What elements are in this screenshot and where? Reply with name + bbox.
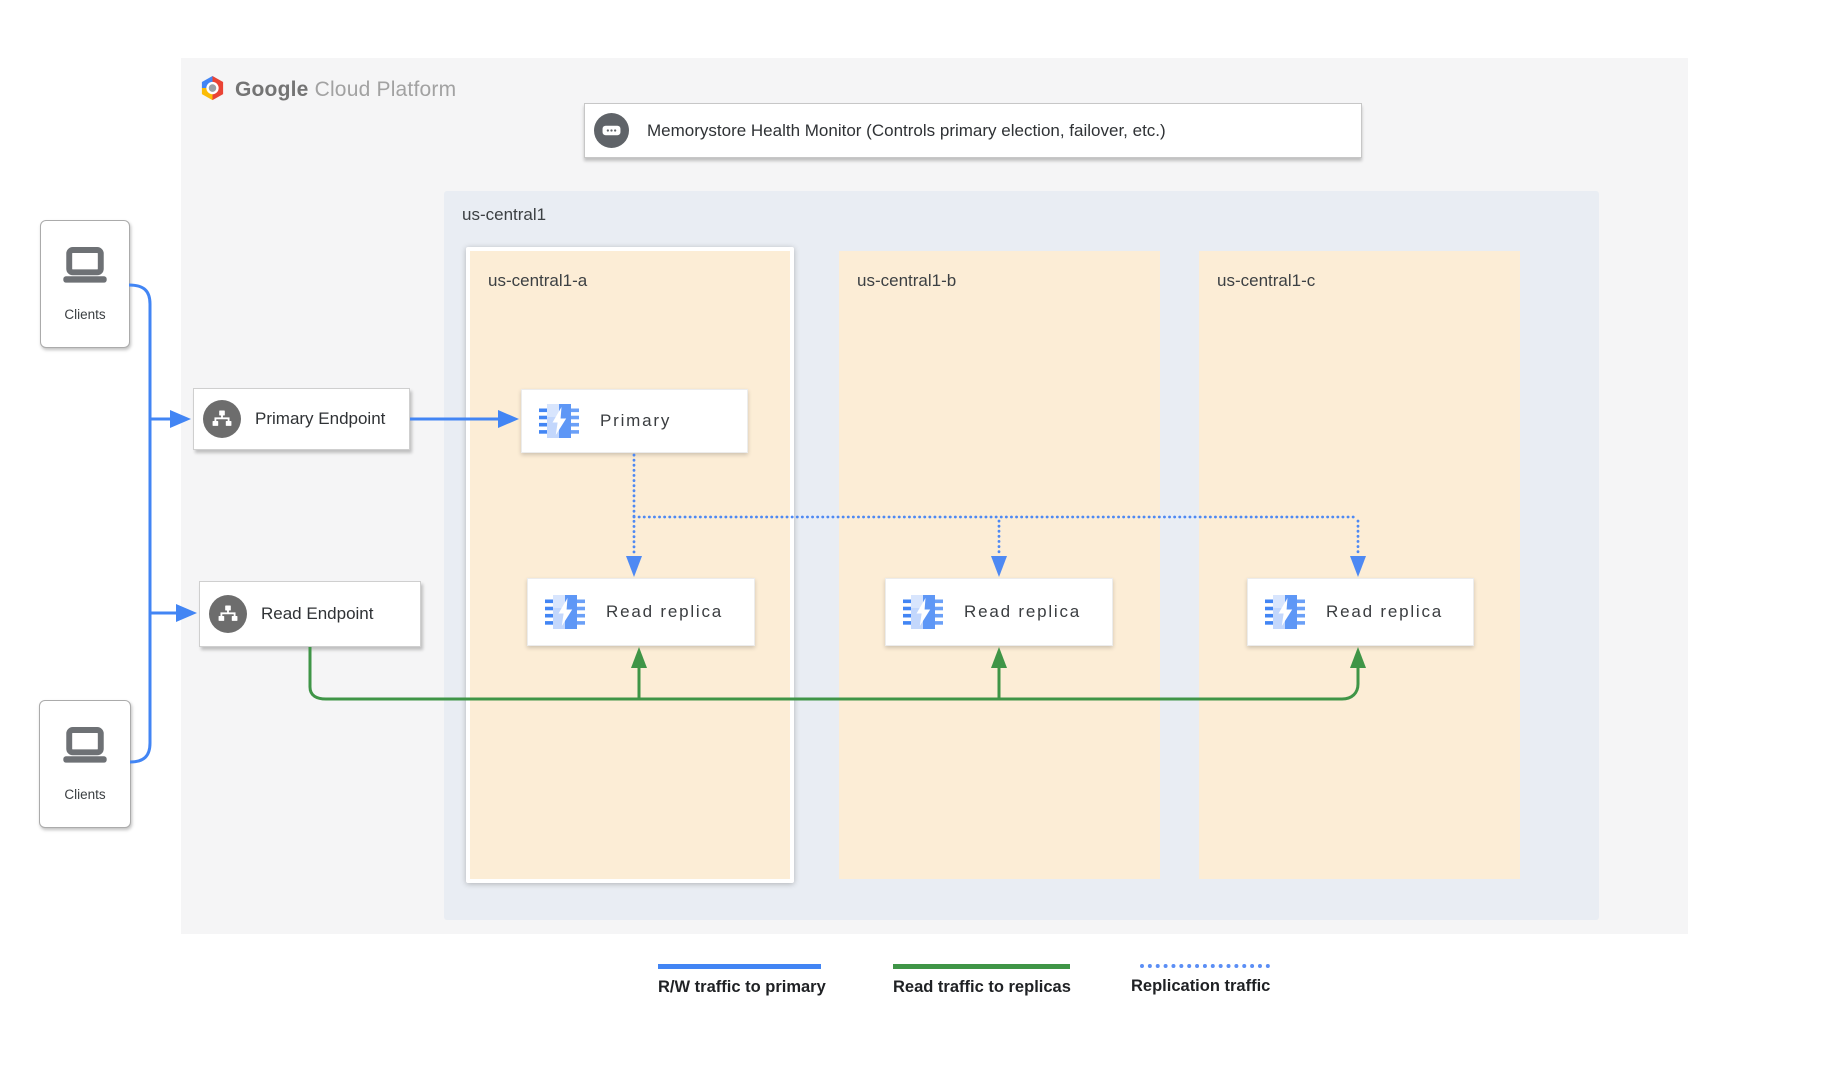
legend-item-rw-traffic: R/W traffic to primary <box>658 964 826 997</box>
zone-c-label: us-central1-c <box>1217 271 1316 290</box>
laptop-icon <box>58 723 112 769</box>
zone-us-central1-b: us-central1-b <box>839 251 1160 879</box>
health-monitor-label: Memorystore Health Monitor (Controls pri… <box>647 120 1166 140</box>
memorystore-icon <box>539 402 579 440</box>
read-replica-c-label: Read replica <box>1326 602 1444 621</box>
read-endpoint-box: Read Endpoint <box>199 581 421 647</box>
legend-item-read-traffic: Read traffic to replicas <box>893 964 1071 997</box>
clients-label: Clients <box>64 787 106 802</box>
read-replica-b-label: Read replica <box>964 602 1082 621</box>
zone-a-label: us-central1-a <box>488 271 588 290</box>
memorystore-icon <box>1265 593 1305 631</box>
read-replica-c-box: Read replica <box>1247 578 1474 646</box>
region-label: us-central1 <box>462 205 547 224</box>
gcp-logo: Google Cloud Platform <box>199 74 456 105</box>
clients-box-bottom: Clients <box>39 700 131 828</box>
memorystore-icon <box>903 593 943 631</box>
zone-b-label: us-central1-b <box>857 271 957 290</box>
legend-item-replication-traffic: Replication traffic <box>1131 964 1270 996</box>
gcp-logo-google: Google <box>235 77 309 101</box>
primary-node-label: Primary <box>600 411 672 430</box>
gcp-logo-text: Google Cloud Platform <box>235 78 456 102</box>
zone-us-central1-a: us-central1-a <box>466 247 794 883</box>
read-replica-a-label: Read replica <box>606 602 724 621</box>
legend-line-blue-dotted <box>1140 964 1270 968</box>
ellipsis-console-icon <box>594 113 629 148</box>
clients-box-top: Clients <box>40 220 130 348</box>
clients-label: Clients <box>64 307 106 322</box>
legend-label-rw-traffic: R/W traffic to primary <box>658 978 826 996</box>
laptop-icon <box>58 243 112 289</box>
legend-label-replication-traffic: Replication traffic <box>1131 977 1271 995</box>
gcp-logo-cloud-platform: Cloud Platform <box>314 77 457 101</box>
read-replica-b-box: Read replica <box>885 578 1113 646</box>
legend-line-green-solid <box>893 964 1070 969</box>
sitemap-endpoint-icon <box>203 400 241 438</box>
memorystore-icon <box>545 593 585 631</box>
legend-line-blue-solid <box>658 964 821 969</box>
primary-endpoint-box: Primary Endpoint <box>193 388 410 450</box>
legend-label-read-traffic: Read traffic to replicas <box>893 978 1071 996</box>
read-replica-a-box: Read replica <box>527 578 755 646</box>
sitemap-endpoint-icon <box>209 595 247 633</box>
gcp-hexagon-icon <box>199 74 226 105</box>
primary-endpoint-label: Primary Endpoint <box>255 409 386 428</box>
primary-node-box: Primary <box>521 389 748 453</box>
health-monitor-box: Memorystore Health Monitor (Controls pri… <box>584 103 1362 158</box>
read-endpoint-label: Read Endpoint <box>261 604 374 623</box>
zone-us-central1-c: us-central1-c <box>1199 251 1520 879</box>
